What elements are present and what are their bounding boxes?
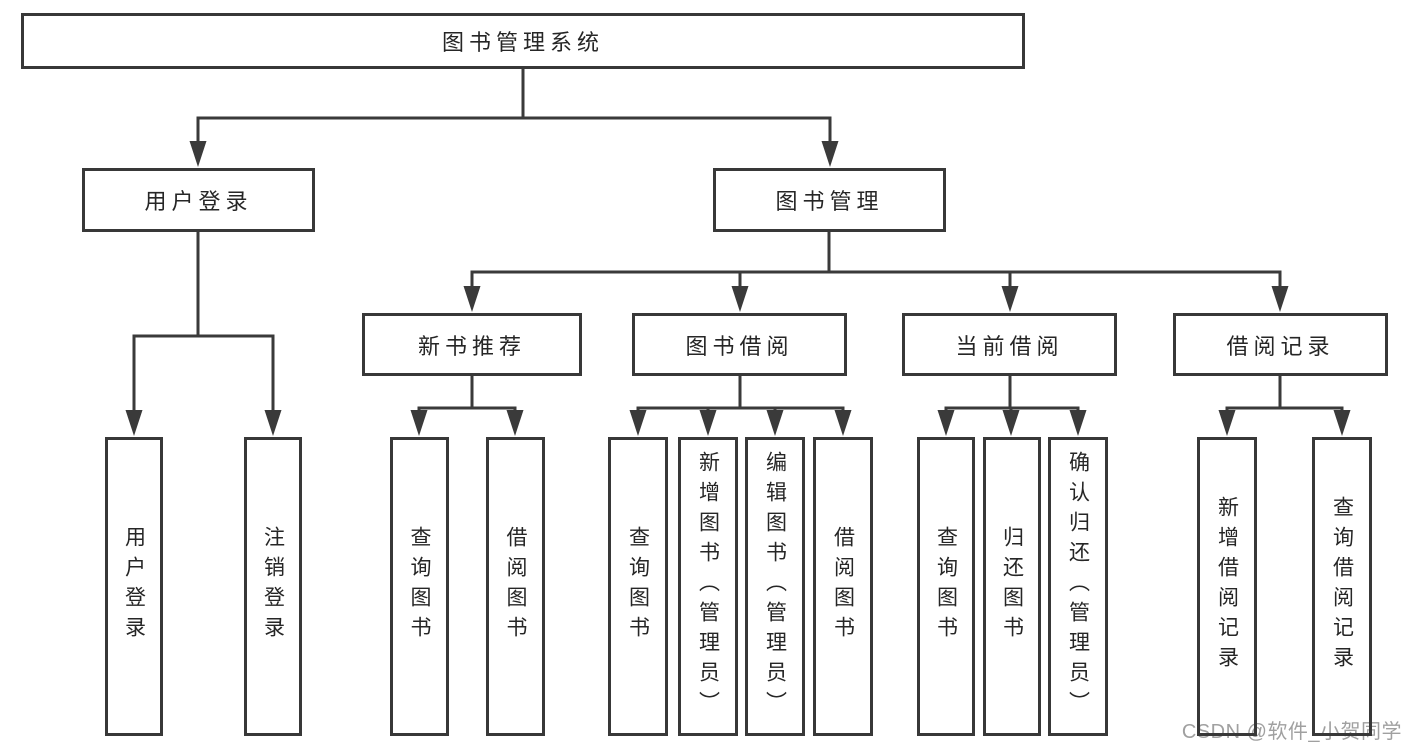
node-borrowing-records-label: 借阅记录: [1226, 333, 1335, 359]
leaf-query-borrow-record-label: 查询借阅记录: [1330, 496, 1354, 677]
node-library-system: 图书管理系统: [21, 13, 1025, 69]
node-book-borrowing-label: 图书借阅: [685, 333, 794, 359]
csdn-watermark: CSDN @软件_小贺同学: [1181, 721, 1402, 743]
leaf-logout-label: 注销登录: [261, 526, 285, 647]
leaf-user-login-label: 用户登录: [122, 526, 146, 647]
leaf-user-login: 用户登录: [105, 437, 163, 736]
leaf-query-books-current-label: 查询图书: [934, 526, 958, 647]
node-library-system-label: 图书管理系统: [441, 30, 604, 55]
leaf-edit-book-admin-label: 编辑图书（管理员）: [763, 451, 787, 722]
leaf-query-books-current: 查询图书: [917, 437, 975, 736]
node-book-management-label: 图书管理: [775, 189, 884, 214]
node-user-login-label: 用户登录: [144, 189, 253, 214]
leaf-borrow-books: 借阅图书: [813, 437, 873, 736]
leaf-borrow-books-label: 借阅图书: [831, 526, 855, 647]
leaf-add-book-admin-label: 新增图书（管理员）: [696, 451, 720, 722]
leaf-add-borrow-record: 新增借阅记录: [1197, 437, 1257, 736]
leaf-edit-book-admin: 编辑图书（管理员）: [745, 437, 805, 736]
leaf-query-books-borrow-label: 查询图书: [626, 526, 650, 647]
leaf-return-book: 归还图书: [983, 437, 1041, 736]
leaf-query-books-recommend-label: 查询图书: [408, 526, 431, 647]
leaf-add-borrow-record-label: 新增借阅记录: [1215, 496, 1239, 677]
node-current-borrowing-label: 当前借阅: [955, 333, 1064, 359]
leaf-query-books-recommend: 查询图书: [390, 437, 449, 736]
leaf-return-book-label: 归还图书: [1000, 526, 1024, 647]
leaf-add-book-admin: 新增图书（管理员）: [678, 437, 738, 736]
leaf-query-borrow-record: 查询借阅记录: [1312, 437, 1372, 736]
node-book-borrowing: 图书借阅: [632, 313, 847, 376]
leaf-confirm-return-admin: 确认归还（管理员）: [1048, 437, 1108, 736]
leaf-logout: 注销登录: [244, 437, 302, 736]
node-borrowing-records: 借阅记录: [1173, 313, 1388, 376]
leaf-borrow-books-recommend: 借阅图书: [486, 437, 545, 736]
leaf-confirm-return-admin-label: 确认归还（管理员）: [1066, 451, 1090, 722]
leaf-borrow-books-recommend-label: 借阅图书: [504, 526, 527, 647]
node-new-book-recommend: 新书推荐: [362, 313, 582, 376]
node-book-management: 图书管理: [713, 168, 946, 232]
node-new-book-recommend-label: 新书推荐: [417, 333, 526, 359]
node-user-login: 用户登录: [82, 168, 315, 232]
node-current-borrowing: 当前借阅: [902, 313, 1117, 376]
leaf-query-books-borrow: 查询图书: [608, 437, 668, 736]
